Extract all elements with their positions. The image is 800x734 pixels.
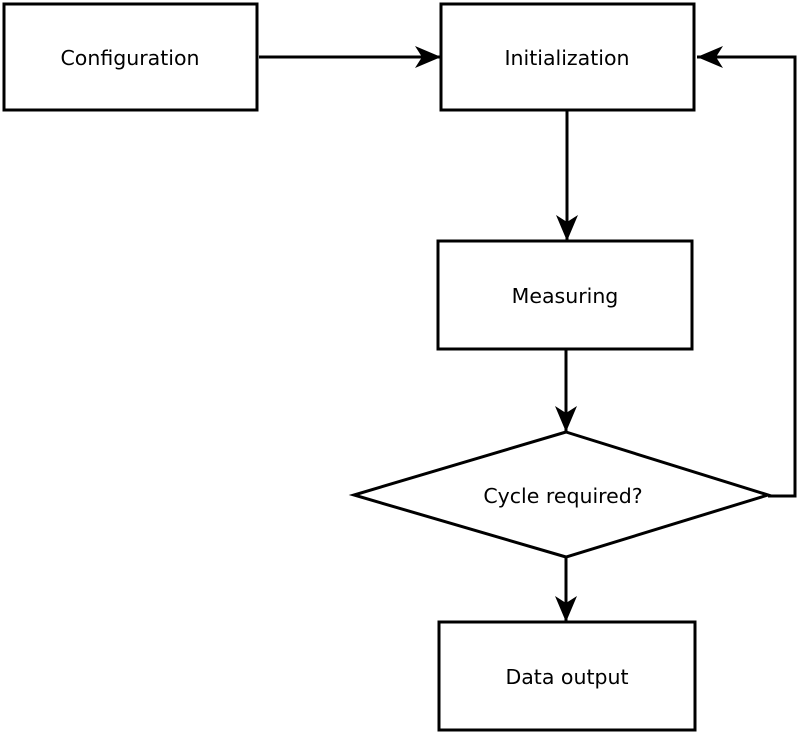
node-initialization: Initialization — [439, 2, 696, 112]
edge-cycle-required-to-initialization-feedback — [697, 46, 797, 498]
node-data-output-label: Data output — [505, 665, 628, 689]
node-cycle-required-label: Cycle required? — [483, 484, 642, 508]
node-measuring-label: Measuring — [512, 284, 619, 308]
node-configuration: Configuration — [2, 2, 259, 112]
node-measuring-shape — [436, 239, 694, 351]
node-cycle-required: Cycle required? — [348, 430, 774, 559]
node-data-output: Data output — [437, 620, 697, 732]
node-measuring: Measuring — [436, 239, 694, 351]
node-initialization-label: Initialization — [504, 46, 629, 70]
node-configuration-shape — [2, 2, 259, 112]
node-initialization-shape — [439, 2, 696, 112]
node-cycle-required-shape — [348, 430, 774, 559]
edges — [259, 46, 797, 622]
node-data-output-shape — [437, 620, 697, 732]
node-configuration-label: Configuration — [60, 46, 199, 70]
